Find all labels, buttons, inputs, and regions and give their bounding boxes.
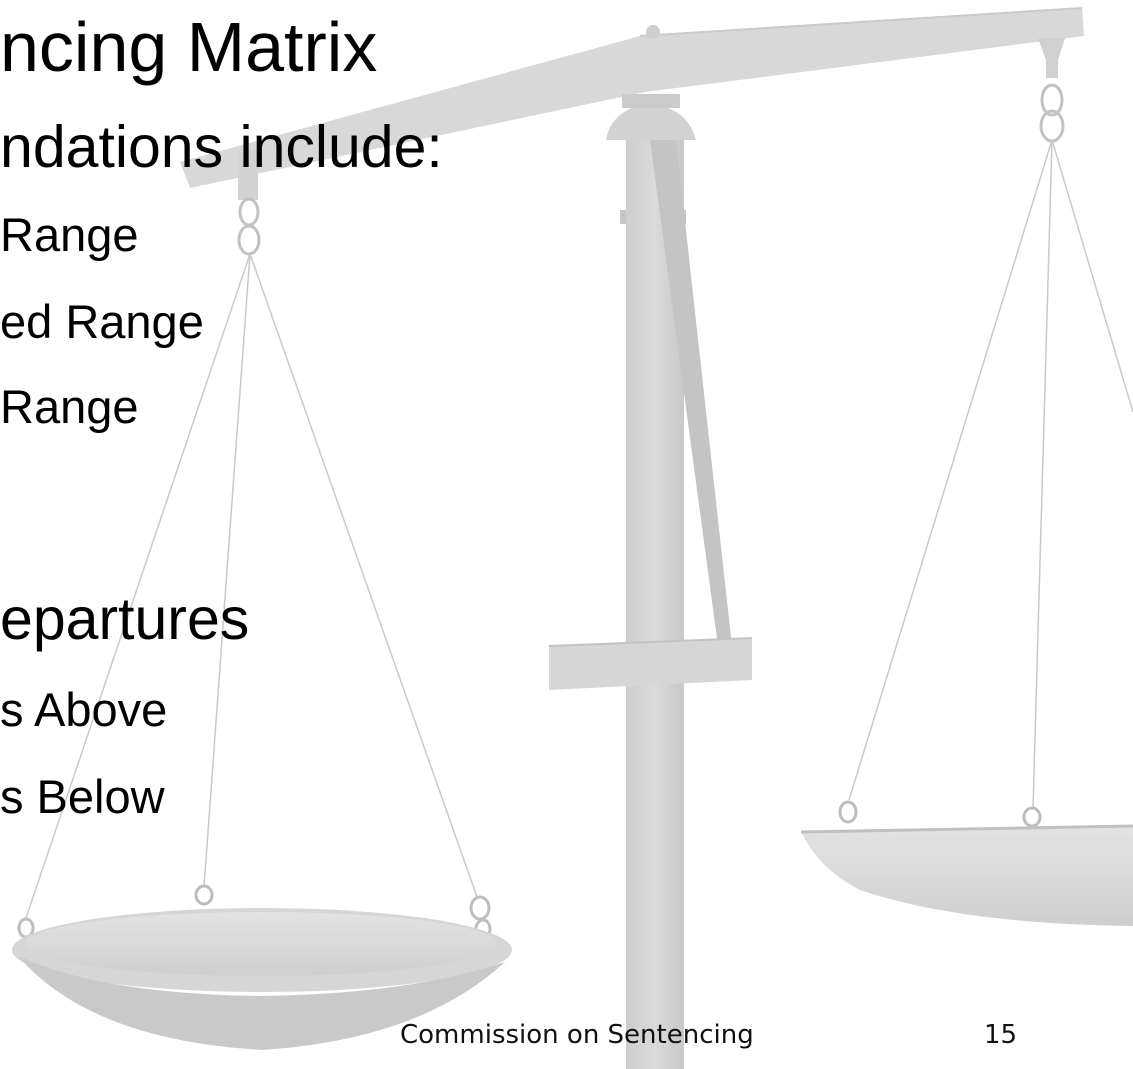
list-item-below: s Below xyxy=(0,770,165,823)
left-pan-inner xyxy=(26,912,498,976)
beam-pivot xyxy=(646,25,660,39)
beam-top-edge xyxy=(639,7,1083,37)
slide-title: ncing Matrix xyxy=(0,8,378,86)
heading-departures: epartures xyxy=(0,586,250,652)
post-collar xyxy=(622,94,680,108)
right-cord-rings xyxy=(838,800,1042,828)
list-item-range-3: Range xyxy=(0,380,139,433)
list-item-above: s Above xyxy=(0,683,168,736)
right-pan-rim xyxy=(800,824,1133,834)
right-cords xyxy=(848,139,1133,809)
heading-recommendations: ndations include: xyxy=(0,114,443,180)
footer-organization: Commission on Sentencing xyxy=(400,1020,754,1050)
left-pan-bowl xyxy=(18,956,505,1050)
crossbar xyxy=(549,638,752,690)
crossbar-edge xyxy=(548,637,753,647)
left-cords xyxy=(25,253,478,919)
right-hanger xyxy=(1038,38,1065,78)
right-chain xyxy=(1039,83,1065,143)
left-hanger-post xyxy=(238,150,258,200)
post-brace xyxy=(650,140,732,646)
left-chain xyxy=(237,197,261,256)
post-cap xyxy=(606,104,696,140)
beam xyxy=(180,8,1084,188)
page-number: 15 xyxy=(984,1020,1018,1050)
right-pan xyxy=(801,826,1133,926)
list-item-range-2: ed Range xyxy=(0,295,204,348)
list-item-range-1: Range xyxy=(0,208,139,261)
